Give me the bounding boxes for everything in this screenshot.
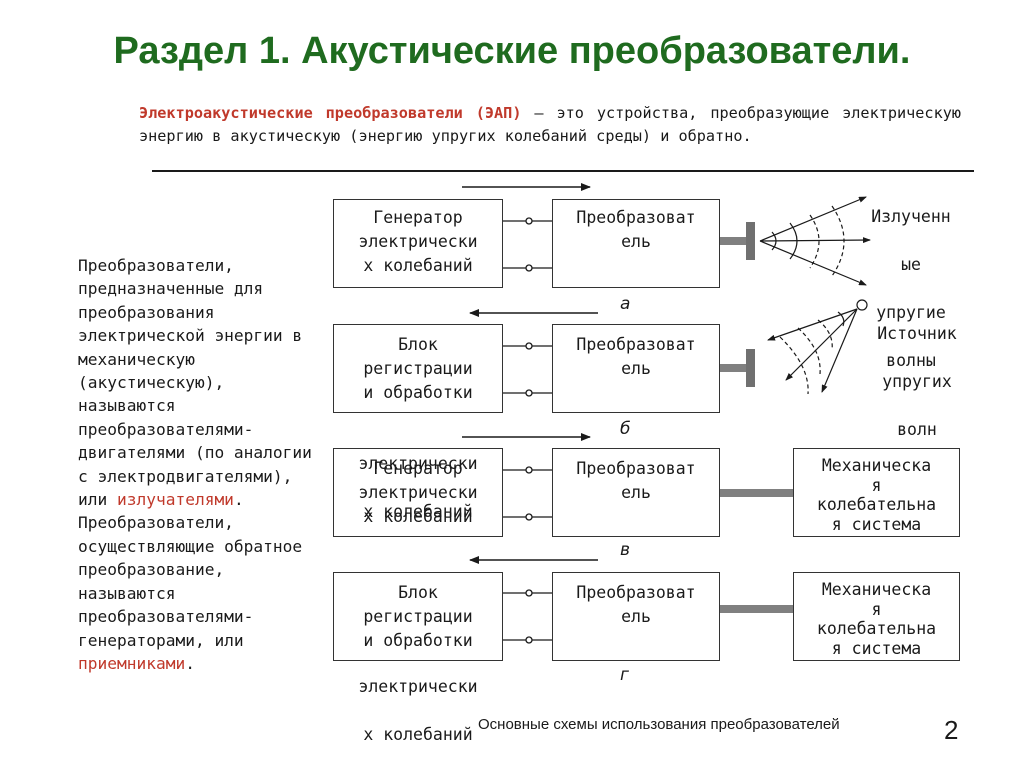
transducer-v-line2: ель — [621, 483, 651, 502]
overflow-v-line2: х колебаний — [363, 502, 473, 521]
registration-g-line1: Блок — [398, 583, 438, 602]
transducer-g-line2: ель — [621, 607, 651, 626]
generator-a-line3: х колебаний — [363, 256, 473, 275]
transducer-box-a: Преобразоват ель — [552, 199, 720, 288]
mech-v-line1: Механическа — [821, 456, 932, 475]
transducer-b-line2: ель — [621, 359, 651, 378]
wave-source-label: Источник упругих волн — [862, 298, 972, 466]
registration-b-line2: регистрации — [363, 359, 473, 378]
overflow-g-line2: х колебаний — [363, 725, 473, 744]
emitter-rod-a — [719, 222, 755, 260]
registration-box-g: Блок регистрации и обработки — [333, 572, 503, 661]
radiated-waves — [759, 196, 871, 286]
mech-g-line1: Механическа — [821, 580, 932, 599]
generator-a-line2: электрически — [358, 232, 478, 251]
registration-g-line3: и обработки — [363, 631, 473, 650]
scheme-letter-a: а — [620, 294, 631, 314]
wires-g — [502, 589, 553, 644]
wires-a — [502, 217, 553, 272]
registration-g-line2: регистрации — [363, 607, 473, 626]
mechanical-system-box-v: Механическа я колебательна я система — [793, 448, 960, 537]
receiver-rod-b — [719, 349, 755, 387]
generator-v-line1: Генератор — [373, 459, 463, 478]
radiated-label-line2: ые — [901, 255, 921, 274]
radiated-waves-label: Излученн ые упругие волны — [856, 181, 966, 397]
definition-term: Электроакустические преобразователи (ЭАП… — [139, 104, 522, 122]
term-receivers: приемниками — [78, 653, 186, 673]
transducer-box-v: Преобразоват ель — [552, 448, 720, 537]
transducer-b-line1: Преобразоват — [576, 335, 696, 354]
definition-text: Электроакустические преобразователи (ЭАП… — [139, 102, 961, 148]
scheme-letter-b: б — [620, 419, 631, 439]
overflow-v-line1: электрически — [358, 454, 478, 473]
page-title: Раздел 1. Акустические преобразователи. — [113, 30, 911, 72]
registration-box-b: Блок регистрации и обработки — [333, 324, 503, 413]
mech-g-line4: я система — [831, 638, 922, 658]
scheme-letter-g: г — [620, 665, 629, 685]
mechanical-system-box-g: Механическа я колебательна я система — [793, 572, 960, 661]
source-label-line2: упругих — [882, 372, 952, 391]
mech-g-line2: я — [871, 599, 882, 619]
mech-v-line4: я система — [831, 514, 922, 534]
side-description-part2: . Преобразователи, осуществляющие обратн… — [78, 490, 303, 650]
figure-caption: Основные схемы использования преобразова… — [478, 716, 840, 733]
generator-a-line1: Генератор — [373, 208, 463, 227]
overflow-label-v: электрически х колебаний — [333, 428, 503, 548]
radiated-label-line3: упругие — [876, 303, 946, 322]
mech-v-line2: я — [871, 475, 882, 495]
term-emitters: излучателями — [116, 490, 234, 510]
wires-v — [502, 466, 553, 521]
rod-g — [719, 605, 794, 613]
mech-v-line3: колебательна — [816, 495, 937, 514]
rod-v — [719, 489, 794, 497]
transducer-a-line2: ель — [621, 232, 651, 251]
generator-v-line2: электрически — [358, 483, 478, 502]
radiated-label-line4: волны — [886, 351, 936, 370]
side-description: Преобразователи, предназначенные для пре… — [78, 254, 328, 675]
generator-box-v: Генератор электрически х колебаний — [333, 448, 503, 537]
source-label-line1: Источник — [877, 324, 957, 343]
generator-v-line3: х колебаний — [363, 507, 473, 526]
source-label-line3: волн — [897, 420, 937, 439]
overflow-g-line1: электрически — [358, 677, 478, 696]
transducer-v-line1: Преобразоват — [576, 459, 696, 478]
registration-b-line1: Блок — [398, 335, 438, 354]
page-number: 2 — [944, 715, 959, 745]
side-description-part3: . — [185, 653, 195, 673]
transducer-box-b: Преобразоват ель — [552, 324, 720, 413]
definition-body: – это устройства, преобразующие электрич… — [139, 104, 962, 145]
transducer-g-line1: Преобразоват — [576, 583, 696, 602]
transducer-box-g: Преобразоват ель — [552, 572, 720, 661]
overflow-label-g: электрически х колебаний — [333, 651, 503, 771]
definition-underline — [152, 170, 974, 172]
generator-box-a: Генератор электрически х колебаний — [333, 199, 503, 288]
radiated-label-line1: Излученн — [871, 207, 951, 226]
registration-b-line3: и обработки — [363, 383, 473, 402]
side-description-part1: Преобразователи, предназначенные для пре… — [78, 256, 312, 510]
mech-g-line3: колебательна — [816, 619, 937, 638]
scheme-letter-v: в — [620, 540, 631, 560]
wires-b — [502, 342, 553, 397]
transducer-a-line1: Преобразоват — [576, 208, 696, 227]
source-waves — [767, 299, 868, 395]
